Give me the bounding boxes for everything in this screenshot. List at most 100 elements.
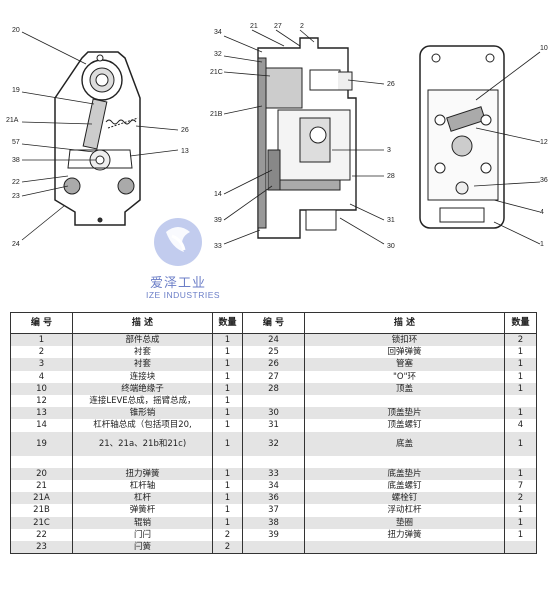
- callout-39: 39: [214, 217, 222, 224]
- callout-22: 22: [12, 179, 20, 186]
- logo-chinese-text: 爱泽工业: [150, 276, 207, 291]
- part-description: [304, 395, 505, 408]
- part-number: 2: [10, 346, 73, 359]
- callout-10: 10: [540, 45, 548, 52]
- part-quantity: 7: [504, 480, 537, 493]
- part-number: 26: [242, 358, 305, 371]
- part-quantity: 1: [212, 431, 243, 456]
- part-number: 27: [242, 370, 305, 383]
- part-quantity: 1: [504, 528, 537, 542]
- part-quantity: 2: [212, 528, 243, 542]
- part-quantity: 1: [504, 431, 537, 456]
- callout-2: 2: [300, 23, 304, 30]
- callout-1: 1: [540, 241, 544, 248]
- part-number: 28: [242, 382, 305, 396]
- part-quantity: [504, 455, 537, 468]
- header-quantity-left: 数量: [212, 312, 243, 334]
- callout-19: 19: [12, 87, 20, 94]
- part-description: 连接LEVE总成，摇臂总成，: [72, 395, 213, 408]
- part-quantity: 1: [504, 382, 537, 396]
- part-number: 1: [10, 333, 73, 347]
- part-description: 管塞: [304, 358, 505, 371]
- part-quantity: 1: [504, 370, 537, 383]
- part-number: 14: [10, 419, 73, 432]
- part-description: 底盖螺钉: [304, 480, 505, 493]
- part-number: 3: [10, 358, 73, 371]
- part-description: 21、21a、21b和21c): [72, 431, 213, 456]
- callout-3: 3: [387, 147, 391, 154]
- leader-lines: [21, 29, 541, 245]
- part-quantity: 1: [212, 504, 243, 517]
- logo-english-text: IZE INDUSTRIES: [146, 290, 221, 300]
- part-number: 22: [10, 528, 73, 542]
- callout-57: 57: [12, 139, 20, 146]
- part-number: 37: [242, 504, 305, 517]
- part-quantity: 1: [504, 407, 537, 420]
- part-number: [242, 541, 305, 555]
- part-number: 13: [10, 407, 73, 420]
- part-quantity: 1: [212, 407, 243, 420]
- part-description: 门闩: [72, 528, 213, 542]
- part-quantity: 1: [212, 382, 243, 396]
- part-description: 闩簧: [72, 541, 213, 555]
- part-description: [304, 541, 505, 555]
- part-number: 21: [10, 480, 73, 493]
- callout-14: 14: [214, 191, 222, 198]
- part-quantity: [212, 455, 243, 468]
- part-description: 顶盖螺钉: [304, 419, 505, 432]
- table-row: [10, 455, 537, 468]
- part-number: [10, 455, 73, 468]
- part-description: 杠杆: [72, 492, 213, 505]
- part-number: 36: [242, 492, 305, 505]
- callout-21b: 21B: [210, 111, 223, 118]
- ize-logo-icon: [154, 218, 202, 266]
- part-quantity: 1: [212, 333, 243, 347]
- part-number: 31: [242, 419, 305, 432]
- part-quantity: 1: [212, 516, 243, 529]
- part-description: 扭力弹簧: [304, 528, 505, 542]
- part-description: 衬套: [72, 358, 213, 371]
- part-description: 连接块: [72, 370, 213, 383]
- part-description: 辊销: [72, 516, 213, 529]
- callout-31: 31: [387, 217, 395, 224]
- part-description: 终端绝缘子: [72, 382, 213, 396]
- part-quantity: 1: [212, 358, 243, 371]
- callout-20: 20: [12, 27, 20, 34]
- part-description: 部件总成: [72, 333, 213, 347]
- header-description-right: 描 述: [304, 312, 505, 334]
- part-quantity: 1: [212, 395, 243, 408]
- part-number: 30: [242, 407, 305, 420]
- part-description: 底盖垫片: [304, 467, 505, 481]
- part-quantity: 1: [212, 370, 243, 383]
- part-quantity: 1: [212, 467, 243, 481]
- part-quantity: 4: [504, 419, 537, 432]
- callout-27: 27: [274, 23, 282, 30]
- part-quantity: 2: [504, 492, 537, 505]
- part-number: 34: [242, 480, 305, 493]
- header-number-right: 编 号: [242, 312, 305, 334]
- part-number: 20: [10, 467, 73, 481]
- part-number: 21C: [10, 516, 73, 529]
- part-number: 12: [10, 395, 73, 408]
- part-description: 顶盖垫片: [304, 407, 505, 420]
- table-header-row: 编 号 描 述 数量 编 号 描 述 数量: [10, 312, 537, 334]
- callout-26-left: 26: [181, 127, 189, 134]
- part-description: 扭力弹簧: [72, 467, 213, 481]
- part-number: 4: [10, 370, 73, 383]
- part-description: 杠杆轴总成（包括项目20,: [72, 419, 213, 432]
- callout-4: 4: [540, 209, 544, 216]
- part-description: [304, 455, 505, 468]
